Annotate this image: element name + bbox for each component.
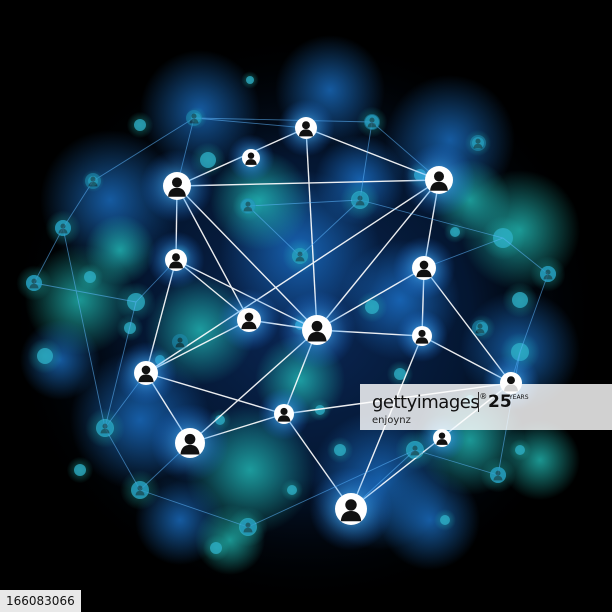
person-icon (85, 173, 101, 189)
person-icon (540, 266, 556, 282)
person-icon (186, 110, 202, 126)
watermark-divider (478, 392, 479, 412)
person-icon (352, 192, 368, 208)
person-icon (364, 114, 380, 130)
person-node (402, 143, 476, 217)
person-icon (26, 275, 42, 291)
person-node (396, 310, 448, 362)
person-node (217, 288, 281, 352)
anniversary-label: YEARS (509, 394, 529, 401)
person-node (114, 341, 178, 405)
person-icon (240, 519, 256, 535)
person-node (392, 236, 456, 300)
person-icon (470, 135, 486, 151)
person-icon (407, 442, 423, 458)
person-node (258, 388, 310, 440)
image-id-label: 166083066 (0, 590, 81, 612)
person-icon (292, 248, 308, 264)
getty-logo: gettyimages® (372, 392, 487, 413)
person-icon (132, 482, 148, 498)
person-icon (240, 198, 256, 214)
photographer-credit: enjoynz (372, 415, 411, 426)
person-icon (490, 467, 506, 483)
person-icon (472, 320, 488, 336)
person-icon (172, 334, 188, 350)
anniversary-number: 25 (488, 392, 512, 412)
watermark-banner: gettyimages® 25 YEARS enjoynz (360, 384, 612, 430)
person-node (147, 231, 205, 289)
person-icon (55, 220, 71, 236)
person-node (227, 134, 275, 182)
person-node (140, 149, 214, 223)
person-icon (97, 420, 113, 436)
person-node (151, 404, 229, 482)
person-node (277, 99, 335, 157)
person-node (278, 291, 356, 369)
person-node (309, 467, 393, 551)
